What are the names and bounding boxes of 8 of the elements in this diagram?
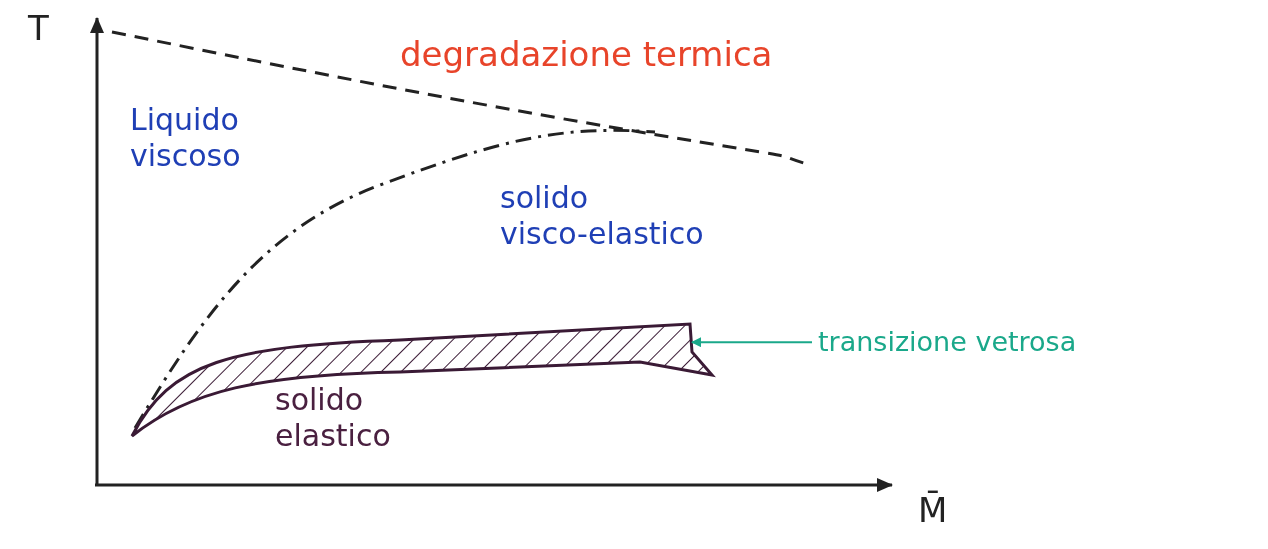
axis-label: M̄ <box>918 490 948 531</box>
axis-label: T <box>28 8 49 49</box>
region-label: solido elastico <box>275 382 392 454</box>
region-label: Liquido viscoso <box>130 102 242 174</box>
region-label: solido visco-elastico <box>500 180 705 252</box>
annotation-text: transizione vetrosa <box>818 326 1077 359</box>
leader-arrow <box>691 337 813 348</box>
region-label: degradazione termica <box>400 34 773 75</box>
